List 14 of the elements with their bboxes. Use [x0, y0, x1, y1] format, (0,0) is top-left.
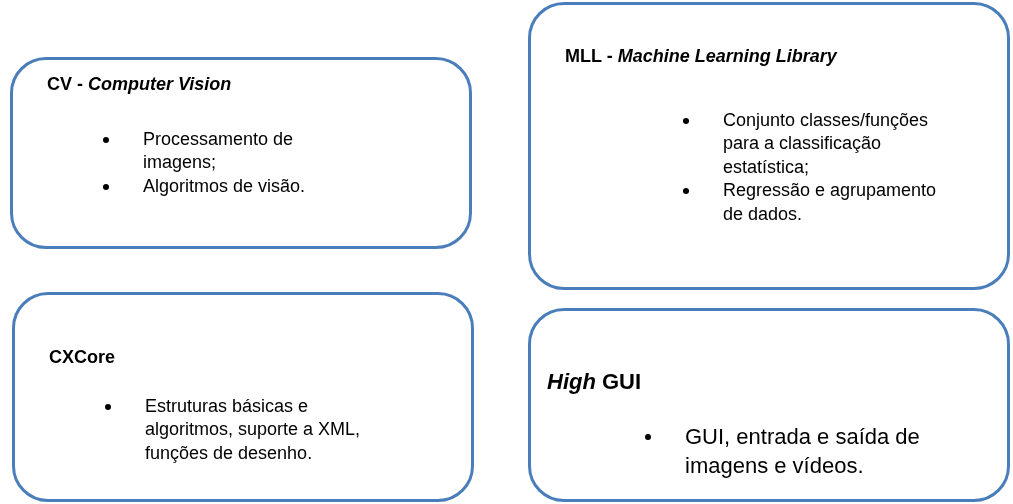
bullet-text: Processamento de imagens; [143, 128, 295, 175]
box-heading: CV - Computer Vision [47, 74, 232, 95]
rounded-box [12, 292, 474, 502]
rounded-box [10, 57, 472, 249]
bullet-text: Estruturas básicas e algoritmos, suporte a XML, funções de desenho. [145, 395, 362, 465]
box-heading: MLL - Machine Learning Library [565, 46, 837, 67]
rounded-box [528, 308, 1010, 502]
bullet-text: Regressão e agrupamento de dados. [723, 179, 938, 226]
bullet-text: Conjunto classes/funções para a classificação estatística; [723, 109, 930, 179]
bullet-text: Algoritmos de visão. [143, 174, 306, 198]
bullet-text: GUI, entrada e saída de imagens e vídeos. [685, 423, 921, 480]
rounded-box [528, 2, 1010, 290]
box-heading: CXCore [49, 347, 115, 368]
box-heading: High GUI [547, 369, 642, 395]
